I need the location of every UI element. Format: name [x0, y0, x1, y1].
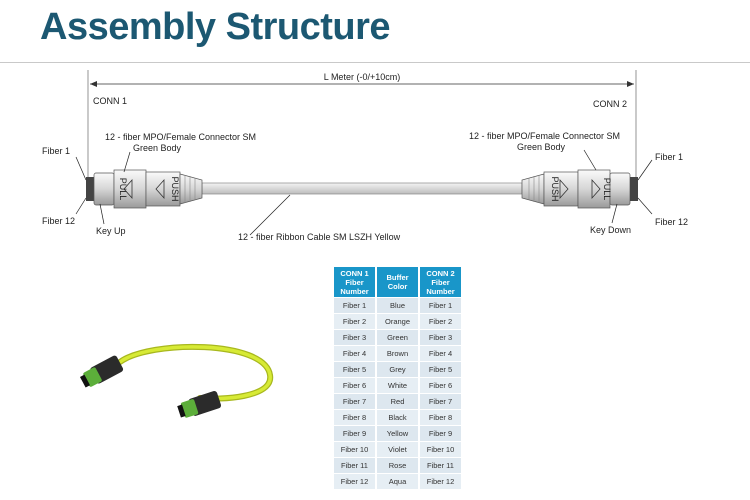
conn1-label: CONN 1	[93, 96, 127, 106]
buffer-color-cell: White	[377, 378, 418, 393]
conn2-fiber-cell: Fiber 11	[420, 458, 461, 473]
conn2-label: CONN 2	[593, 99, 627, 109]
length-dimension	[87, 70, 637, 190]
left-connector-line2: Green Body	[133, 143, 182, 153]
buffer-color-cell: Green	[377, 330, 418, 345]
header-buffer-color: Buffer Color	[377, 267, 418, 297]
left-connector-line1: 12 - fiber MPO/Female Connector SM	[105, 132, 256, 142]
buffer-color-cell: Aqua	[377, 474, 418, 489]
conn2-fiber-cell: Fiber 8	[420, 410, 461, 425]
buffer-color-cell: Violet	[377, 442, 418, 457]
buffer-color-cell: Rose	[377, 458, 418, 473]
buffer-color-cell: Black	[377, 410, 418, 425]
right-pull-text: PULL	[602, 178, 612, 201]
header-conn2: CONN 2 Fiber Number	[420, 267, 461, 297]
page-title: Assembly Structure	[40, 6, 391, 48]
conn1-fiber-cell: Fiber 9	[334, 426, 375, 441]
conn2-fiber-cell: Fiber 5	[420, 362, 461, 377]
conn2-fiber-cell: Fiber 4	[420, 346, 461, 361]
conn1-fiber-cell: Fiber 1	[334, 298, 375, 313]
fiber-color-table: CONN 1 Fiber Number Buffer Color CONN 2 …	[332, 266, 463, 490]
title-divider	[0, 62, 750, 63]
conn1-fiber-cell: Fiber 6	[334, 378, 375, 393]
conn1-fiber-cell: Fiber 3	[334, 330, 375, 345]
buffer-color-cell: Grey	[377, 362, 418, 377]
buffer-color-cell: Red	[377, 394, 418, 409]
key-down-label: Key Down	[590, 225, 631, 235]
right-leader-lines	[583, 149, 653, 224]
buffer-color-cell: Brown	[377, 346, 418, 361]
buffer-color-cell: Yellow	[377, 426, 418, 441]
conn1-fiber-cell: Fiber 4	[334, 346, 375, 361]
conn1-fiber-cell: Fiber 8	[334, 410, 375, 425]
length-label: L Meter (-0/+10cm)	[324, 72, 400, 82]
key-up-label: Key Up	[96, 226, 126, 236]
conn1-fiber-cell: Fiber 5	[334, 362, 375, 377]
buffer-color-cell: Orange	[377, 314, 418, 329]
left-leader-lines	[75, 151, 291, 236]
left-push-text: PUSH	[170, 176, 180, 201]
left-fiber-top-label: Fiber 1	[42, 146, 70, 156]
conn1-fiber-cell: Fiber 7	[334, 394, 375, 409]
right-connector-line1: 12 - fiber MPO/Female Connector SM	[469, 131, 620, 141]
buffer-color-cell: Blue	[377, 298, 418, 313]
left-pull-text: PULL	[118, 178, 128, 201]
ribbon-cable	[201, 182, 523, 195]
left-connector	[86, 169, 203, 209]
conn2-fiber-cell: Fiber 9	[420, 426, 461, 441]
conn1-fiber-cell: Fiber 10	[334, 442, 375, 457]
right-fiber-bottom-label: Fiber 12	[655, 217, 688, 227]
right-connector	[521, 169, 638, 209]
conn2-fiber-cell: Fiber 6	[420, 378, 461, 393]
conn1-fiber-cell: Fiber 11	[334, 458, 375, 473]
conn2-fiber-cell: Fiber 10	[420, 442, 461, 457]
conn2-fiber-cell: Fiber 12	[420, 474, 461, 489]
right-push-text: PUSH	[550, 176, 560, 201]
conn2-fiber-cell: Fiber 1	[420, 298, 461, 313]
conn1-fiber-cell: Fiber 12	[334, 474, 375, 489]
conn1-fiber-cell: Fiber 2	[334, 314, 375, 329]
left-fiber-bottom-label: Fiber 12	[42, 216, 75, 226]
header-conn1: CONN 1 Fiber Number	[334, 267, 375, 297]
conn2-fiber-cell: Fiber 7	[420, 394, 461, 409]
conn2-fiber-cell: Fiber 2	[420, 314, 461, 329]
patch-cord-photo	[79, 343, 274, 418]
right-connector-line2: Green Body	[517, 142, 566, 152]
table-header-row: CONN 1 Fiber Number Buffer Color CONN 2 …	[334, 267, 461, 297]
conn2-fiber-cell: Fiber 3	[420, 330, 461, 345]
right-fiber-top-label: Fiber 1	[655, 152, 683, 162]
cable-label: 12 - fiber Ribbon Cable SM LSZH Yellow	[238, 232, 401, 242]
